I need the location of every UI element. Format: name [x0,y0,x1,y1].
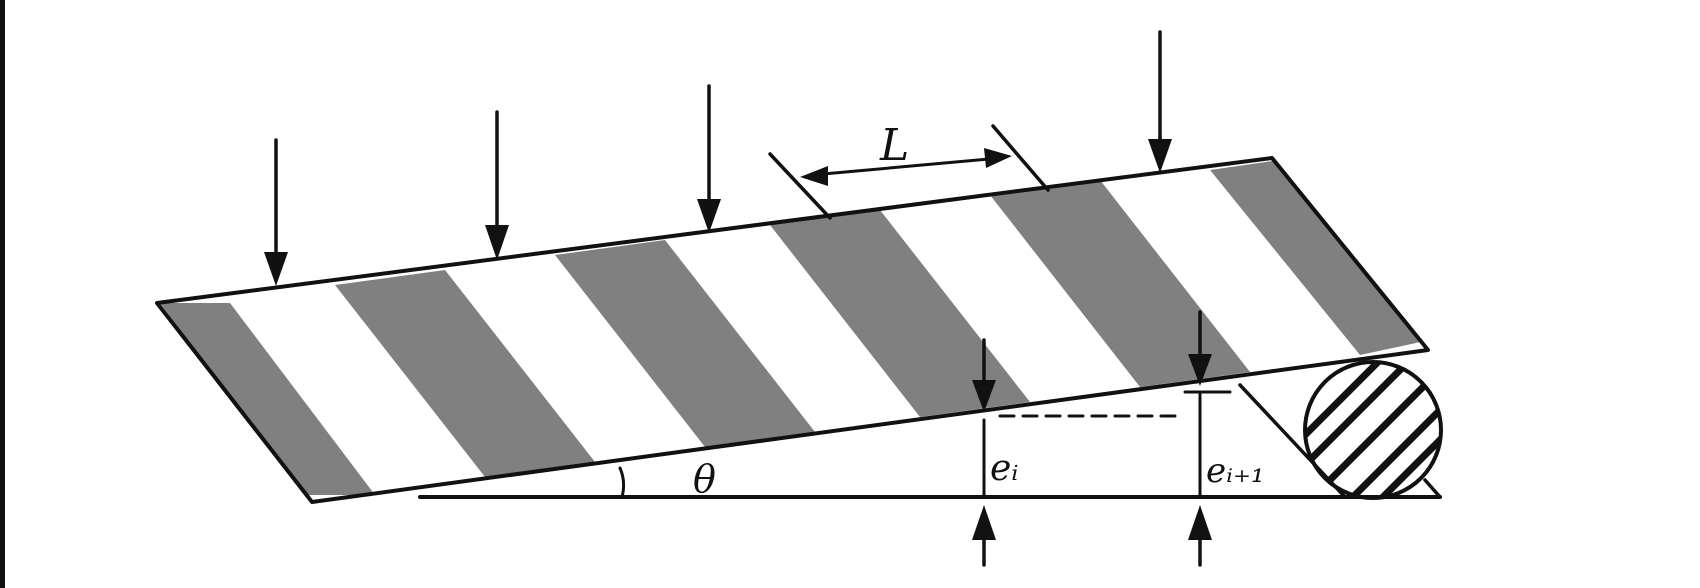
stripe-4 [770,210,1030,417]
force-arrow-3 [697,84,721,233]
force-arrows [264,30,1172,286]
wedge-support [1238,383,1442,499]
label-L: L [879,120,909,171]
slab-outline [155,156,1430,504]
stripe-group [160,160,1428,495]
label-gap-i: eᵢ [990,448,1019,489]
label-theta: θ [693,457,716,501]
dimension-L: L [768,120,1050,220]
stripe-6 [1210,160,1428,355]
stripe-2 [335,270,595,477]
label-gap-next: eᵢ₊₁ [1206,451,1265,491]
left-border-bar [0,0,5,588]
force-arrow-1 [264,138,288,286]
dimension-gap-i: eᵢ [972,338,1182,567]
stripe-5 [990,180,1250,387]
force-arrow-2 [485,110,509,260]
stripe-3 [555,240,815,447]
force-arrow-4 [1148,30,1172,173]
stripe-1 [160,303,375,495]
angle-theta: θ [618,457,716,501]
dimension-gap-next: eᵢ₊₁ [1183,310,1265,567]
